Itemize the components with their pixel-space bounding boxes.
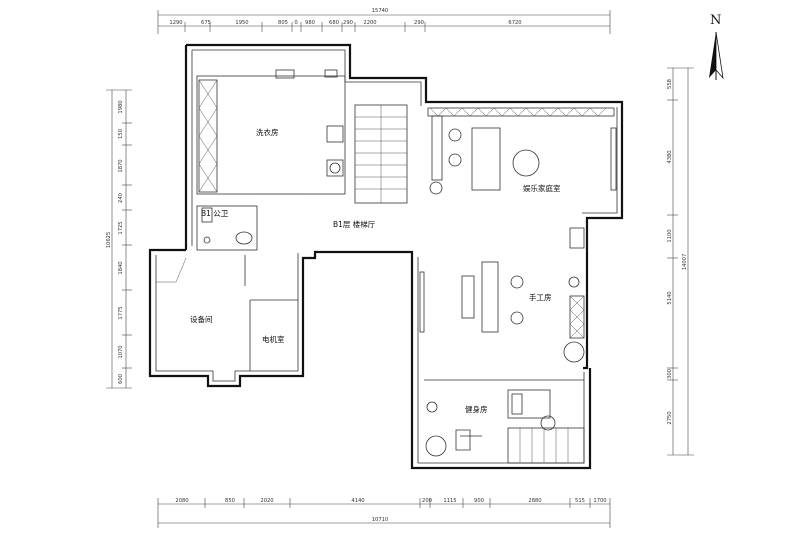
top-total-dimension: 15740 — [372, 8, 389, 14]
left-dim-1: 1980 — [118, 100, 124, 113]
left-dim-5: 1725 — [118, 221, 124, 234]
bottom-total-dimension: 10710 — [372, 517, 389, 523]
north-arrow-icon — [709, 32, 716, 78]
left-dimension-chain: 1980 150 1870 240 1725 1840 1775 1070 60… — [106, 89, 132, 389]
plant-icon — [425, 435, 447, 457]
entertainment-room: 娱乐家庭室 — [427, 107, 617, 195]
bottom-dim-10: 1700 — [593, 498, 606, 504]
north-label: N — [710, 13, 721, 28]
plant-icon — [540, 415, 556, 431]
right-dim-2: 4380 — [667, 150, 673, 163]
stair-hall: B1层 楼梯厅 — [333, 104, 408, 229]
top-dim-4: 805 — [278, 20, 288, 26]
storage-cabinet — [569, 227, 585, 249]
equipment-room: 设备间 — [156, 255, 246, 324]
right-dim-1: 558 — [667, 79, 673, 89]
machine-room: 电机室 — [249, 299, 298, 371]
bottom-dim-1: 2080 — [175, 498, 188, 504]
north-arrow: N — [709, 13, 724, 80]
left-dim-8: 1070 — [118, 345, 124, 358]
right-dim-6: 2750 — [667, 411, 673, 424]
laundry-room: 洗衣房 — [196, 69, 346, 195]
gym-stairs — [507, 427, 585, 464]
craft-room-label: 手工房 — [529, 292, 552, 302]
top-dim-7: 680 — [329, 20, 339, 26]
top-dim-11: 6720 — [508, 20, 521, 26]
bottom-dim-3: 2020 — [260, 498, 273, 504]
left-dim-6: 1840 — [118, 261, 124, 274]
toilet — [201, 207, 213, 223]
top-dim-8: 290 — [343, 20, 353, 26]
washbasin — [235, 231, 253, 245]
bottom-dim-7: 900 — [474, 498, 484, 504]
punching-bag — [426, 401, 438, 413]
top-dimension-chain: 15740 1290 675 1950 805 0 980 680 290 22… — [157, 8, 611, 34]
left-dim-3: 1870 — [118, 159, 124, 172]
bottom-dim-6: 1115 — [443, 498, 456, 504]
craft-room: 手工房 — [419, 227, 585, 363]
work-table — [481, 261, 499, 333]
bottom-dim-5: 200 — [422, 498, 432, 504]
laundry-cabinet — [198, 79, 218, 193]
gym-label: 健身房 — [465, 404, 488, 414]
right-dim-5: 300 — [667, 369, 673, 379]
right-dimension-chain: 558 4380 1100 5140 300 2750 14007 — [667, 67, 694, 456]
plant-icon — [568, 276, 580, 288]
bottom-dim-4: 4140 — [351, 498, 364, 504]
bathroom-label: B1 公卫 — [201, 209, 229, 218]
laundry-sink — [326, 125, 344, 143]
left-dim-7: 1775 — [118, 306, 124, 319]
right-total-dimension: 14007 — [682, 254, 688, 271]
machine-room-label: 电机室 — [262, 334, 285, 344]
top-dim-10: 290 — [414, 20, 424, 26]
round-table — [512, 149, 540, 177]
bar-counter — [431, 115, 443, 181]
top-dim-3: 1950 — [235, 20, 248, 26]
exterior-walls — [148, 43, 624, 470]
bathroom: B1 公卫 — [196, 205, 258, 251]
left-dim-9: 600 — [118, 374, 124, 384]
left-dim-2: 150 — [118, 129, 124, 139]
treadmill — [507, 389, 551, 419]
right-dim-3: 1100 — [667, 229, 673, 242]
bottom-dimension-chain: 2080 850 2020 4140 200 1115 900 2880 515… — [157, 498, 611, 528]
equipment-room-label: 设备间 — [190, 314, 213, 324]
plant-icon — [429, 181, 443, 195]
entertainment-room-label: 娱乐家庭室 — [523, 183, 561, 193]
top-dim-9: 2200 — [363, 20, 376, 26]
bottom-dim-2: 850 — [225, 498, 235, 504]
right-dim-4: 5140 — [667, 291, 673, 304]
weight-bench — [455, 429, 471, 451]
top-dim-6: 980 — [305, 20, 315, 26]
shelving — [569, 295, 585, 339]
laundry-room-label: 洗衣房 — [256, 127, 279, 137]
top-dim-2: 675 — [201, 20, 211, 26]
top-dim-5: 0 — [294, 20, 297, 26]
gym: 健身房 — [424, 379, 585, 464]
sofa — [471, 127, 501, 191]
stair-hall-label: B1层 楼梯厅 — [333, 219, 376, 229]
washing-machine — [329, 162, 341, 174]
plant-icon — [563, 341, 585, 363]
bottom-dim-9: 515 — [575, 498, 585, 504]
bottom-dim-8: 2880 — [528, 498, 541, 504]
left-dim-4: 240 — [118, 193, 124, 203]
left-total-dimension: 10625 — [106, 232, 112, 249]
top-dim-1: 1290 — [169, 20, 182, 26]
